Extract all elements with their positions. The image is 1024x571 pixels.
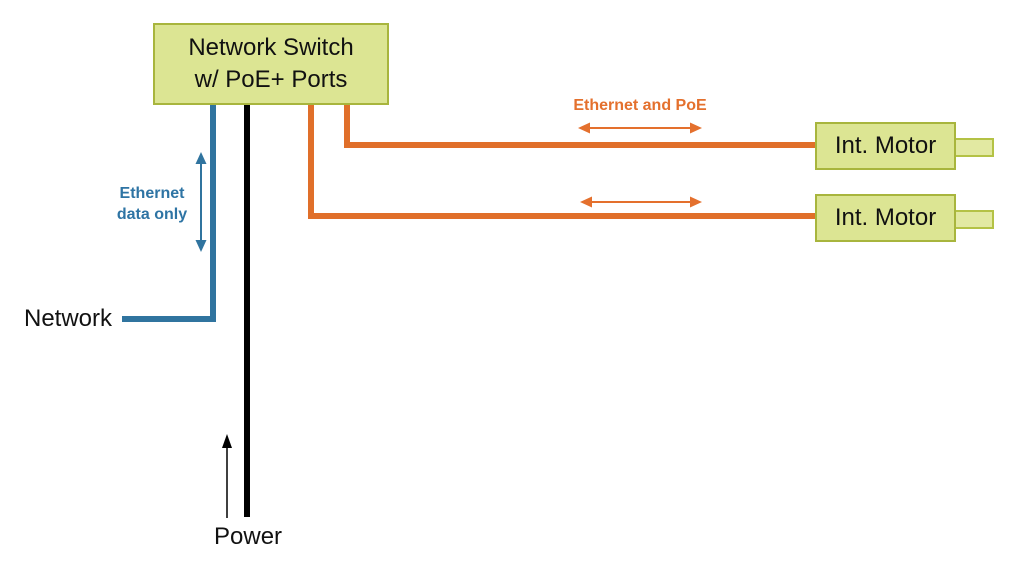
ethernet-data-only-line1: Ethernet [119, 185, 185, 202]
network-label: Network [24, 305, 113, 332]
double-arrow-icon [578, 122, 702, 134]
up-arrow-icon [222, 434, 232, 518]
ethernet-wire-horizontal [122, 316, 216, 322]
network-switch-box: Network Switch w/ PoE+ Ports [153, 23, 389, 105]
network-switch-label-line1: Network Switch [188, 34, 354, 61]
motor-1-label: Int. Motor [834, 132, 937, 159]
double-arrow-vertical-icon [195, 152, 207, 252]
motor-2-shaft [954, 210, 994, 229]
motor-1-shaft [954, 138, 994, 157]
double-arrow-icon [580, 196, 702, 208]
ethernet-and-poe-label: Ethernet and PoE [573, 97, 707, 114]
power-label: Power [214, 523, 283, 550]
motor-2-box: Int. Motor [815, 194, 956, 242]
motor-1-box: Int. Motor [815, 122, 956, 170]
poe-wire-1-vertical [344, 103, 350, 148]
ethernet-data-only-label: Ethernet data only [102, 183, 202, 225]
power-wire [244, 103, 250, 517]
poe-wire-1-horizontal [344, 142, 817, 148]
ethernet-wire-vertical [210, 103, 216, 322]
network-switch-label-line2: w/ PoE+ Ports [194, 66, 348, 93]
ethernet-data-only-line2: data only [116, 206, 188, 223]
poe-wire-2-vertical [308, 103, 314, 219]
poe-wire-2-horizontal [308, 213, 817, 219]
motor-2-label: Int. Motor [834, 204, 937, 231]
